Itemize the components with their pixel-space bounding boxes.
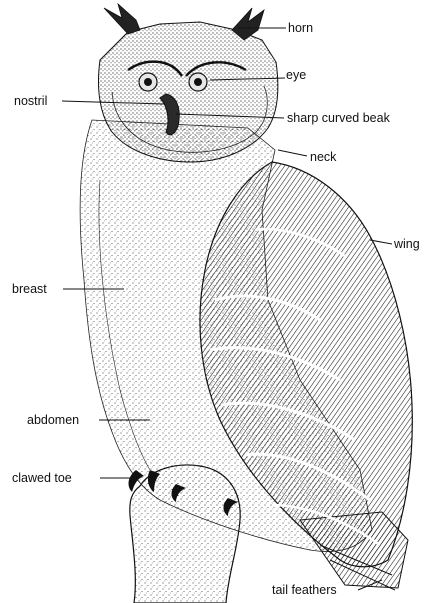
label-horn: horn [288,21,313,35]
label-tail-feathers: tail feathers [272,583,337,597]
label-wing: wing [393,237,420,251]
label-abdomen: abdomen [27,413,79,427]
label-breast: breast [12,282,47,296]
label-eye: eye [286,68,306,82]
owl-head [99,22,278,162]
label-neck: neck [310,150,337,164]
label-beak: sharp curved beak [287,111,391,125]
label-nostril: nostril [14,94,47,108]
label-clawed-toe: clawed toe [12,471,72,485]
